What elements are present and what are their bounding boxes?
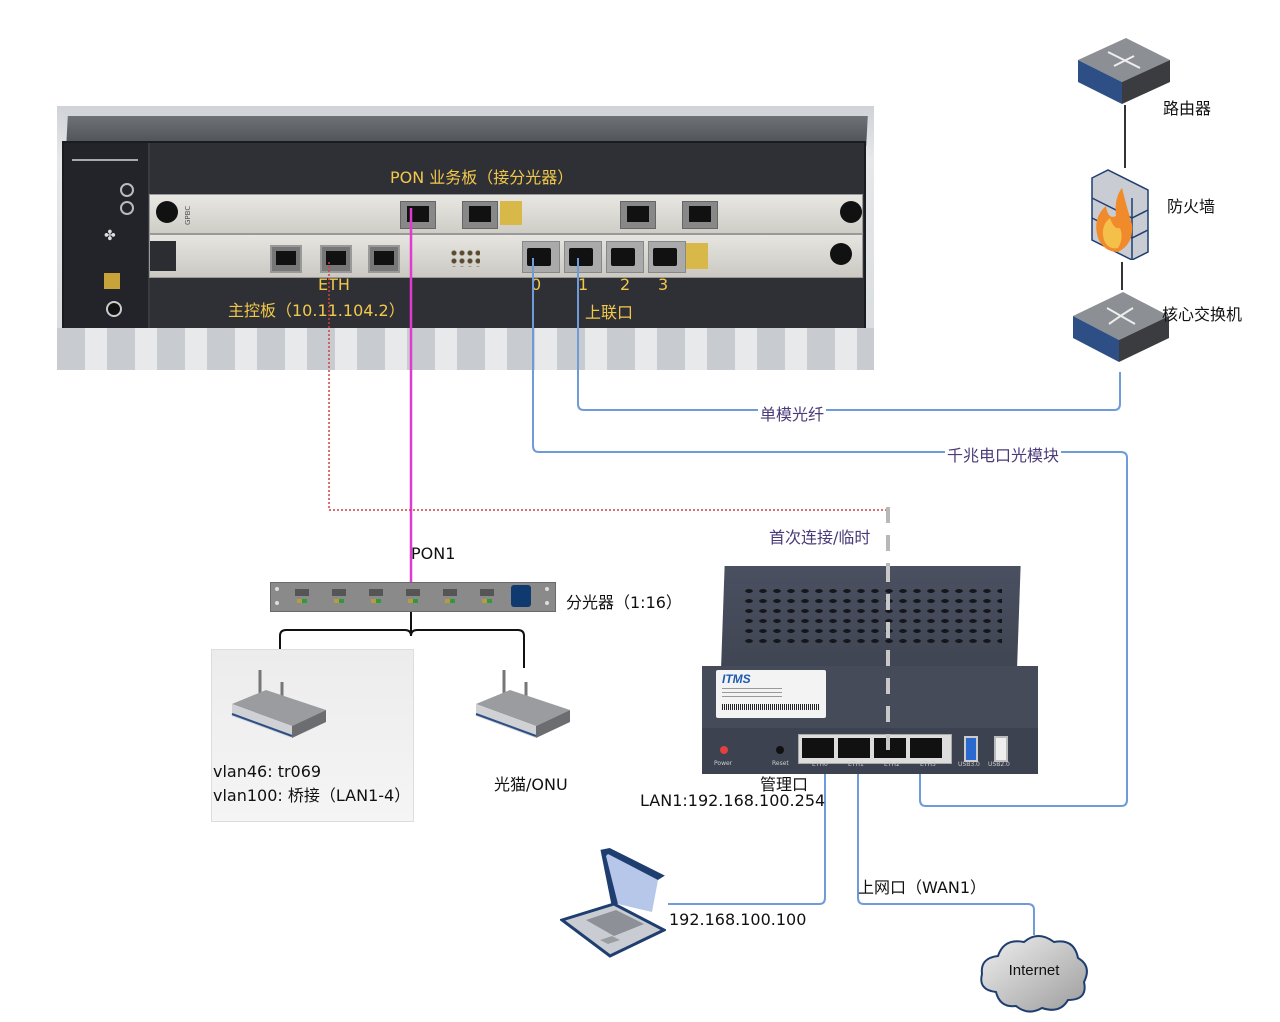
- uplink-label: 上联口: [585, 303, 634, 322]
- itms-sticker: ITMS: [716, 670, 826, 718]
- eth3-port[interactable]: [910, 738, 942, 758]
- olt-chassis: ✤ GPBC: [57, 106, 874, 370]
- con-port: [270, 245, 302, 273]
- wan-port-label: 上网口（WAN1）: [858, 878, 987, 897]
- main-board-label: 主控板（10.11.104.2）: [228, 301, 405, 320]
- reset-button[interactable]: [776, 746, 784, 754]
- laptop-ip: 192.168.100.100: [669, 910, 807, 929]
- usb3-port[interactable]: [964, 736, 978, 762]
- uplink-num-0: 0: [531, 275, 542, 294]
- first-connection-line: [328, 262, 888, 511]
- internet-cloud-icon: Internet: [976, 930, 1092, 1016]
- esd-jack: [106, 301, 122, 317]
- splitter-label: 分光器（1:16）: [566, 593, 682, 612]
- gigabit-module-line: [532, 258, 1128, 807]
- fan-icon: ✤: [104, 228, 116, 244]
- first-connection-label: 首次连接/临时: [767, 524, 873, 548]
- single-mode-fiber-line: [577, 258, 1121, 411]
- mgmt-laptop-line: [668, 770, 826, 905]
- router-label: 路由器: [1163, 99, 1212, 118]
- firewall-label: 防火墙: [1167, 197, 1216, 216]
- single-mode-fiber-label: 单模光纤: [758, 401, 827, 425]
- firewall-icon: [1088, 168, 1158, 261]
- wan-internet-line: [857, 770, 1035, 935]
- scun-card: [149, 234, 863, 278]
- esd-icon: [104, 273, 120, 289]
- onu-right-icon: [474, 668, 574, 740]
- gigabit-module-label: 千兆电口光模块: [945, 442, 1062, 466]
- eth1-port[interactable]: [838, 738, 870, 758]
- pon-board-label: PON 业务板（接分光器）: [390, 168, 574, 187]
- gpbc-card: GPBC: [149, 194, 863, 234]
- pon1-label: PON1: [411, 544, 456, 563]
- alm-led: [120, 201, 134, 215]
- eth-label: ETH: [318, 275, 350, 294]
- onu-right-label: 光猫/ONU: [494, 775, 568, 794]
- olt-left-panel: ✤: [64, 143, 150, 329]
- uplink-port-3[interactable]: [648, 241, 686, 273]
- uplink-port-0[interactable]: [522, 241, 560, 273]
- uplink-num-3: 3: [658, 275, 669, 294]
- splitter-onu-line: [279, 610, 525, 668]
- uplink-num-2: 2: [620, 275, 631, 294]
- vent-grid: [742, 586, 1002, 646]
- core-switch-label: 核心交换机: [1162, 305, 1243, 324]
- onu-left-icon: [230, 668, 330, 740]
- mgmt-ip-label: LAN1:192.168.100.254: [640, 791, 826, 810]
- mgmt-port-label: 管理口: [760, 775, 809, 794]
- onu-config-box: [211, 649, 414, 822]
- eth2-port[interactable]: [874, 738, 906, 758]
- usb2-port[interactable]: [994, 736, 1008, 762]
- uplink-port-2[interactable]: [606, 241, 644, 273]
- run-led: [120, 183, 134, 197]
- uplink-num-1: 1: [578, 275, 589, 294]
- esc-port: [368, 245, 400, 273]
- onu-left-line1: vlan46: tr069: [213, 762, 322, 781]
- eth-port[interactable]: [320, 245, 352, 273]
- itms-appliance: ITMS Power Reset ETH0 ETH1 ETH2 ETH3 USB…: [702, 566, 1038, 774]
- router-icon: [1078, 38, 1170, 104]
- eth0-port[interactable]: [802, 738, 834, 758]
- power-led: [720, 746, 728, 754]
- uplink-port-1[interactable]: [564, 241, 602, 273]
- onu-left-line2: vlan100: 桥接（LAN1-4）: [213, 786, 411, 805]
- optical-splitter: [270, 582, 556, 612]
- core-switch-icon: [1073, 292, 1169, 362]
- laptop-icon: [558, 848, 668, 960]
